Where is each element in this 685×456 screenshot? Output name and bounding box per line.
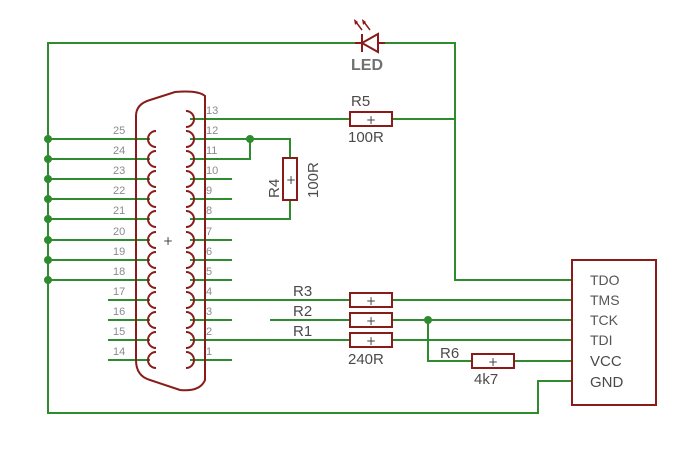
r3-name: R3 (293, 283, 312, 300)
pin-label: 18 (113, 266, 125, 278)
pin-label: 24 (113, 145, 125, 157)
db25-right-contacts (185, 110, 195, 369)
jtag-pin-label: TMS (590, 292, 620, 308)
led-triangle (359, 32, 379, 54)
db25-connector: + (135, 90, 206, 392)
pin-label: 16 (113, 306, 125, 318)
wires (47, 42, 572, 414)
resistor-r1: + R1 240R (293, 323, 393, 368)
led-emission-arrows-icon (354, 19, 371, 31)
led-label: LED (351, 57, 383, 74)
pin-label: 20 (113, 226, 125, 238)
pin-label: 15 (113, 326, 125, 338)
r6-value: 4k7 (474, 371, 498, 388)
r4-value: 100R (305, 162, 322, 198)
resistor-r5: + R5 100R (348, 93, 393, 146)
pin-label: 9 (206, 185, 212, 197)
r6-name: R6 (440, 345, 459, 362)
led: LED (351, 19, 385, 74)
resistor-r6: + R6 4k7 (440, 345, 515, 388)
pin-label: 6 (206, 246, 212, 258)
wire-tck-r6 (427, 320, 472, 362)
wire-pin11-r4 (232, 138, 291, 160)
pin-label: 5 (206, 266, 212, 278)
pin-label: 1 (206, 346, 212, 358)
pin-label: 23 (113, 165, 125, 177)
pin-label: 3 (206, 306, 212, 318)
wire-led-to-tdo (385, 42, 572, 281)
pin-label: 4 (206, 286, 212, 298)
wire-gnd-loop (47, 280, 572, 414)
db25-left-contacts (147, 130, 157, 369)
svg-text:+: + (366, 113, 376, 127)
r2-name: R2 (293, 303, 312, 320)
resistor-r4: + R4 100R (266, 157, 322, 201)
jtag-pin-label: VCC (590, 353, 622, 370)
jtag-pin-label: GND (590, 374, 624, 391)
pin-label: 2 (206, 326, 212, 338)
r5-name: R5 (351, 93, 370, 110)
pin-label: 22 (113, 185, 125, 197)
pin-label: 8 (206, 205, 212, 217)
jtag-pin-label: TDI (590, 332, 613, 348)
pin-label: 19 (113, 246, 125, 258)
jtag-pin-label: TCK (590, 312, 619, 328)
pin-label: 7 (206, 226, 212, 238)
r4-name: R4 (266, 179, 283, 198)
db25-plus: + (163, 234, 173, 248)
svg-text:+: + (366, 334, 376, 348)
pin-label: 21 (113, 205, 125, 217)
pin-label: 12 (206, 125, 218, 137)
wire-led-loop (47, 42, 355, 135)
pin-label: 10 (206, 165, 218, 177)
db25-shell (135, 90, 206, 392)
junctions (44, 135, 432, 324)
resistor-r2: + R2 (293, 303, 393, 328)
svg-text:+: + (488, 355, 498, 369)
r123-value: 240R (348, 351, 384, 368)
pin-label: 17 (113, 286, 125, 298)
pin-label: 13 (206, 105, 218, 117)
r1-name: R1 (293, 323, 312, 340)
jtag-connector: TDO TMS TCK TDI VCC GND (571, 259, 657, 406)
pin-label: 14 (113, 346, 125, 358)
pin-label: 25 (113, 125, 125, 137)
svg-text:+: + (286, 173, 296, 187)
jtag-pin-label: TDO (590, 272, 620, 288)
wire-r4-pin8 (232, 200, 291, 220)
pin-label: 11 (206, 145, 217, 157)
svg-text:+: + (366, 294, 376, 308)
r5-value: 100R (348, 129, 384, 146)
svg-text:+: + (366, 314, 376, 328)
resistor-r3: + R3 (293, 283, 393, 308)
db25-pin-numbers: 25 24 23 22 21 20 19 18 17 16 15 14 13 1… (113, 105, 218, 358)
